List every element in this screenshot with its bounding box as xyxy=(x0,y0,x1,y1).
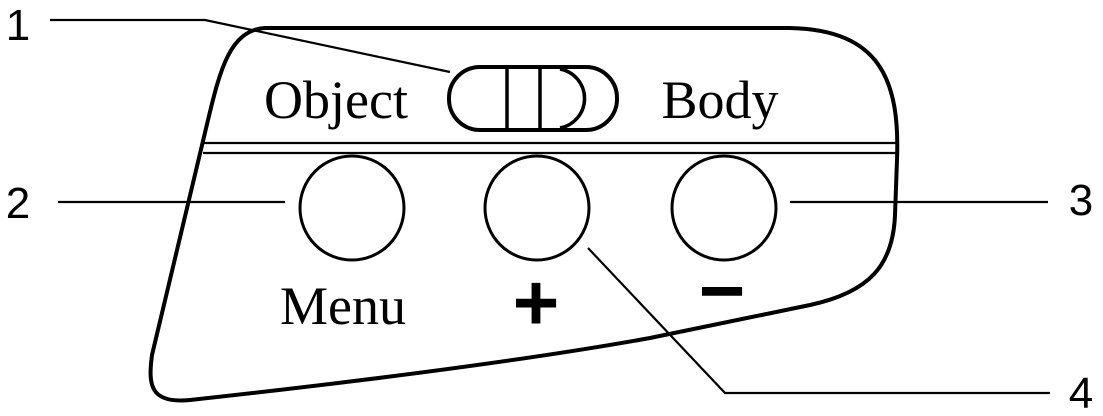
callout-line-4 xyxy=(587,247,1050,395)
callout-number-2: 2 xyxy=(6,179,30,228)
callout-line-1 xyxy=(50,18,451,74)
menu-button-label: Menu xyxy=(280,276,406,336)
plus-button[interactable] xyxy=(483,154,591,262)
minus-button-label: − xyxy=(699,246,746,335)
plus-button-label: + xyxy=(513,258,560,347)
menu-button[interactable] xyxy=(298,154,406,262)
switch-label-body: Body xyxy=(661,70,778,130)
minus-button[interactable] xyxy=(670,154,778,262)
object-body-switch[interactable] xyxy=(447,65,619,132)
switch-track xyxy=(447,65,619,132)
switch-knob-arc xyxy=(559,67,587,130)
callout-number-4: 4 xyxy=(1069,369,1093,416)
device-housing xyxy=(148,26,900,403)
callout-number-3: 3 xyxy=(1069,176,1093,225)
callout-number-1: 1 xyxy=(6,1,30,50)
switch-label-object: Object xyxy=(264,70,408,130)
